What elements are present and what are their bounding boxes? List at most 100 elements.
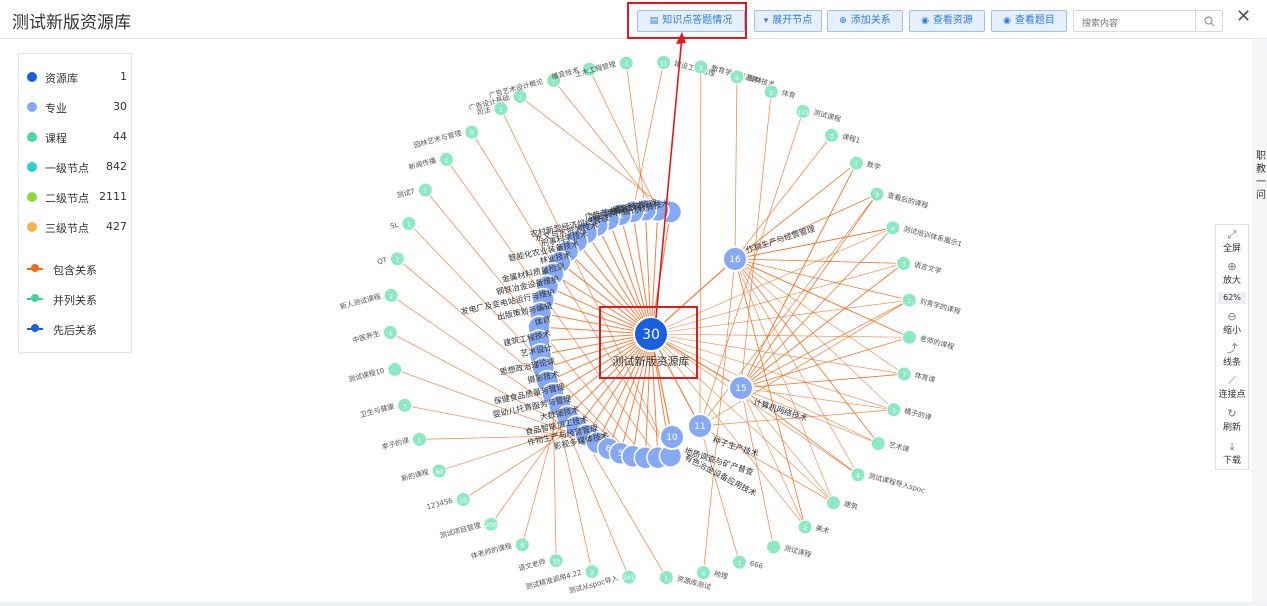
course-node-circle[interactable] (869, 186, 885, 202)
course-node-circle[interactable] (731, 554, 747, 570)
legend-relation-item[interactable]: 并列关系 (27, 291, 127, 307)
course-node-circle[interactable] (493, 101, 509, 117)
course-node-circle[interactable] (901, 292, 917, 308)
course-node-circle[interactable] (581, 61, 597, 77)
course-node-circle[interactable] (824, 127, 840, 143)
connect-tool-button[interactable]: ⟋连接点 (1216, 375, 1248, 401)
course-node-circle[interactable] (693, 59, 709, 75)
course-node-circle[interactable] (825, 495, 841, 511)
course-node-circle[interactable] (695, 564, 711, 580)
add-relation-button[interactable]: ⊕ 添加关系 (827, 10, 903, 32)
line-tool-button[interactable]: ⤴线条 (1216, 343, 1248, 369)
course-node-circle[interactable] (584, 563, 600, 579)
course-node-circle[interactable] (618, 55, 634, 71)
course-node[interactable]: 1SL (389, 215, 417, 231)
search-input[interactable] (1074, 15, 1194, 33)
course-node-circle[interactable] (795, 103, 811, 119)
hub-node-circle[interactable] (722, 246, 748, 272)
course-node-circle[interactable] (383, 287, 399, 303)
course-node-circle[interactable] (729, 69, 745, 85)
close-icon[interactable]: ✕ (1236, 6, 1252, 27)
course-node-circle[interactable] (397, 397, 413, 413)
course-node-circle[interactable] (763, 84, 779, 100)
course-node[interactable]: 建筑 (825, 495, 859, 512)
course-node[interactable]: 老师的课程 (901, 329, 955, 351)
course-node-circle[interactable] (901, 329, 917, 345)
course-node-circle[interactable] (382, 325, 398, 341)
zoom-out-tool-button[interactable]: ⊖缩小 (1216, 311, 1248, 337)
knowledge-answer-button[interactable]: ▤ 知识点答题情况 (637, 10, 745, 32)
legend-relation-item[interactable]: 先后关系 (27, 321, 127, 337)
zoom-in-tool-button[interactable]: ⊕放大 (1216, 261, 1248, 287)
course-node-circle[interactable] (766, 539, 782, 555)
course-node[interactable]: 测试课程10 (347, 361, 403, 384)
hub-node-circle[interactable] (659, 424, 685, 450)
course-node-circle[interactable] (886, 402, 902, 418)
download-tool-button[interactable]: ⤓下载 (1216, 441, 1248, 467)
legend-relation-item[interactable]: 包含关系 (27, 261, 127, 277)
view-question-button[interactable]: ◉ 查看题目 (991, 10, 1067, 32)
course-node-circle[interactable] (417, 182, 433, 198)
view-resource-button[interactable]: ◉ 查看资源 (909, 10, 985, 32)
course-node-circle[interactable] (387, 361, 403, 377)
course-node-circle[interactable] (548, 553, 564, 569)
course-node-circle[interactable] (438, 151, 454, 167)
course-node-circle[interactable] (848, 155, 864, 171)
course-node-circle[interactable] (621, 569, 637, 585)
course-node[interactable]: 测试课程 (766, 539, 813, 559)
course-node-circle[interactable] (850, 467, 866, 483)
side-panel-tab[interactable]: 职教一问 (1256, 151, 1266, 201)
course-node-circle[interactable] (514, 537, 530, 553)
search-button[interactable] (1195, 11, 1222, 31)
course-node-circle[interactable] (389, 251, 405, 267)
course-node-circle[interactable] (512, 89, 528, 105)
refresh-tool-button[interactable]: ↻刷新 (1216, 408, 1248, 434)
course-node[interactable]: 3QT (376, 251, 405, 267)
course-node[interactable]: 1司法 (476, 101, 509, 118)
course-node-circle[interactable] (431, 463, 447, 479)
root-node-circle[interactable] (633, 316, 669, 352)
course-node-circle[interactable] (896, 255, 912, 271)
course-node-circle[interactable] (401, 215, 417, 231)
course-node-circle[interactable] (546, 72, 562, 88)
hub-node-circle[interactable] (687, 413, 713, 439)
expand-node-button[interactable]: ▾ 展开节点 (754, 10, 822, 32)
course-node-circle[interactable] (870, 436, 886, 452)
fullscreen-tool-button[interactable]: ⤢全屏 (1216, 229, 1248, 255)
course-node-circle[interactable] (455, 491, 471, 507)
course-node-circle[interactable] (658, 569, 674, 585)
course-node-circle[interactable] (464, 124, 480, 140)
